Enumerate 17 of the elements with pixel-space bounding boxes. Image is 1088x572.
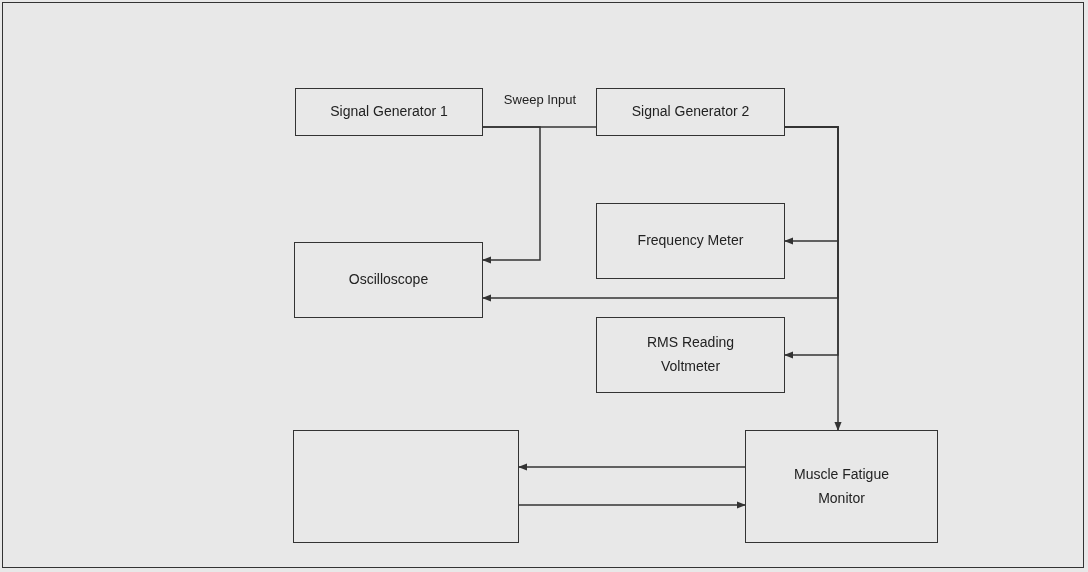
connector-line bbox=[518, 501, 746, 509]
device-box bbox=[596, 88, 785, 136]
device-label: Frequency Meter bbox=[637, 231, 744, 251]
device-label: Signal Generator 2 bbox=[631, 102, 750, 122]
device-box bbox=[596, 317, 785, 393]
connector-line bbox=[482, 126, 541, 264]
device-label: Oscilloscope bbox=[348, 270, 429, 290]
connector-line bbox=[784, 126, 842, 431]
device-label: Muscle Fatigue Monitor bbox=[793, 464, 890, 508]
device-box bbox=[295, 88, 483, 136]
device-box bbox=[294, 242, 483, 318]
connector-line bbox=[518, 463, 746, 471]
device-box bbox=[745, 430, 938, 543]
device-label: RMS Reading Voltmeter bbox=[645, 333, 736, 376]
device-box bbox=[596, 203, 785, 279]
device-label: Signal Generator 1 bbox=[330, 102, 448, 122]
empty-box bbox=[293, 430, 519, 543]
